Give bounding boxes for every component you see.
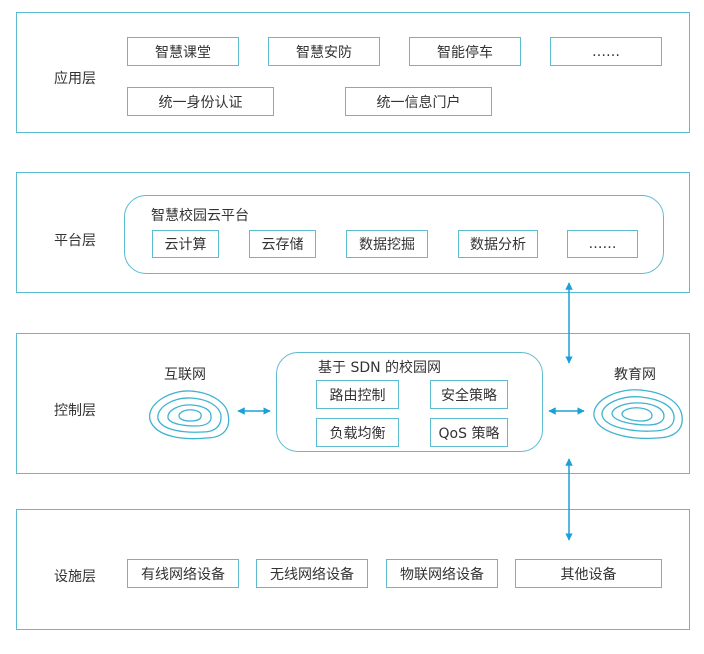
cloud-platform-title: 智慧校园云平台 [151,208,249,224]
platform-item-more: …… [567,230,638,258]
edu-network-label: 教育网 [614,367,656,383]
infra-item-iot: 物联网络设备 [386,559,498,588]
sdn-campus-network-group [276,352,543,452]
app-item-smart-classroom: 智慧课堂 [127,37,239,66]
platform-item-data-mining: 数据挖掘 [346,230,428,258]
app-item-smart-parking: 智能停车 [409,37,521,66]
app-item-more: …… [550,37,662,66]
cloud-platform-group [124,195,664,274]
platform-item-cloud-storage: 云存储 [249,230,316,258]
control-layer-label: 控制层 [54,403,96,419]
internet-label: 互联网 [164,367,206,383]
control-layer [16,333,690,474]
app-item-unified-identity: 统一身份认证 [127,87,274,116]
control-item-security-policy: 安全策略 [430,380,508,409]
sdn-campus-network-title: 基于 SDN 的校园网 [318,360,442,376]
platform-item-cloud-compute: 云计算 [152,230,219,258]
platform-item-data-analysis: 数据分析 [458,230,538,258]
app-item-smart-security: 智慧安防 [268,37,380,66]
app-item-unified-portal: 统一信息门户 [345,87,492,116]
control-item-qos-policy: QoS 策略 [430,418,508,447]
infra-item-other: 其他设备 [515,559,662,588]
infrastructure-layer [16,509,690,630]
infrastructure-layer-label: 设施层 [54,569,96,585]
application-layer [16,12,690,133]
infra-item-wireless: 无线网络设备 [256,559,368,588]
platform-layer [16,172,690,293]
infra-item-wired: 有线网络设备 [127,559,239,588]
control-item-load-balancing: 负载均衡 [316,418,399,447]
application-layer-label: 应用层 [54,71,96,87]
platform-layer-label: 平台层 [54,233,96,249]
control-item-routing: 路由控制 [316,380,399,409]
